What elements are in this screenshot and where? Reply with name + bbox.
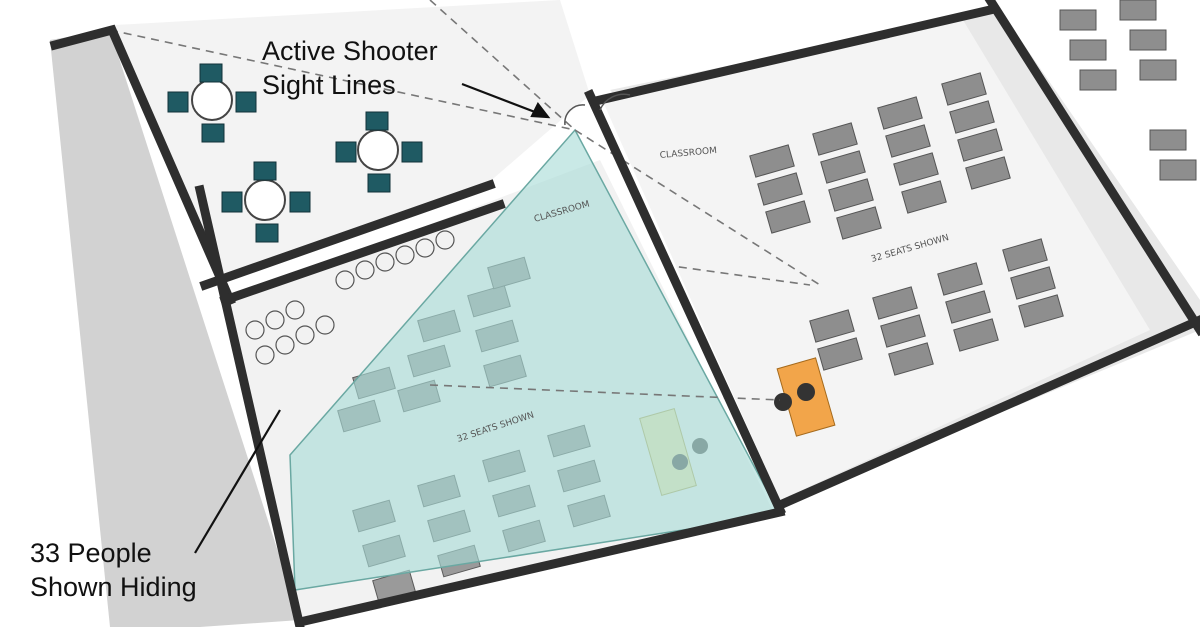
lounge-chairs [167,63,423,243]
adjacent-room-desks [1059,0,1197,181]
stacked-chairs [245,230,455,365]
hiding-callout-line1: 33 People [30,538,152,568]
hiding-callout: 33 People Shown Hiding [30,536,197,604]
hiding-callout-line2: Shown Hiding [30,572,197,602]
sight-lines-callout-line1: Active Shooter [262,36,438,66]
walls [49,0,1200,627]
door-swing [564,93,631,126]
right-classroom-label: CLASSROOM [659,146,717,161]
sight-lines-callout-line2: Sight Lines [262,70,396,100]
right-lectern [774,357,836,437]
sight-lines-callout: Active Shooter Sight Lines [262,34,438,102]
right-classroom-desks [749,72,1064,376]
callout-leaders [194,82,551,554]
right-classroom-floor [600,15,1150,500]
